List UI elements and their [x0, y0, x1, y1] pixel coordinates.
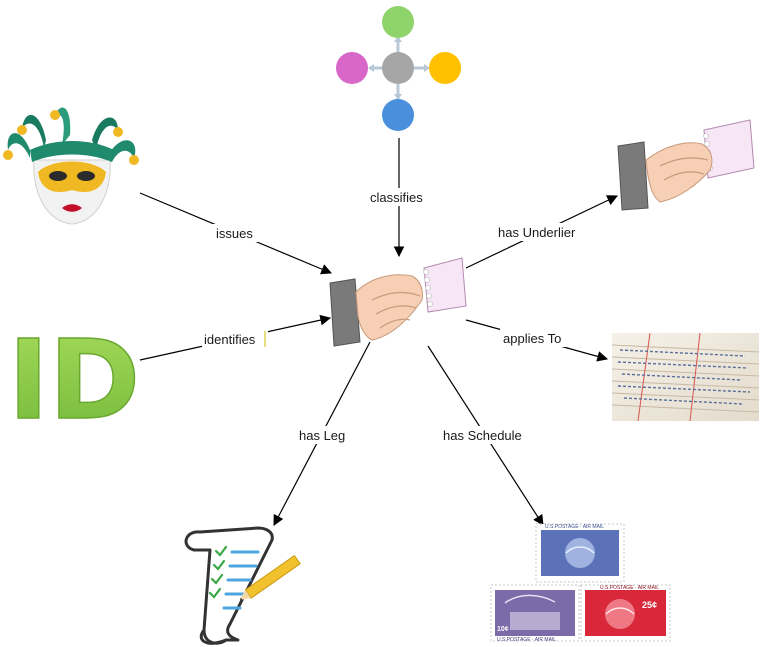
edge-label-has-underlier: has Underlier: [498, 225, 576, 240]
identifier-id-text: ID: [8, 316, 140, 444]
edge-label-has-leg: has Leg: [299, 428, 345, 443]
magenta-circle: [336, 52, 368, 84]
checklist-scroll-icon: [184, 526, 301, 645]
gray-circle: [382, 52, 414, 84]
edge-has-leg: has Leg: [273, 341, 371, 526]
edge-issues: issues: [139, 192, 332, 275]
edge-has-schedule: has Schedule: [427, 345, 544, 526]
stamp-blue: U.S.POSTAGE · AIR MAIL: [535, 523, 625, 583]
edge-applies-to: applies To: [465, 319, 609, 362]
edge-label-issues: issues: [216, 226, 253, 241]
stamp-purple-value: 10¢: [497, 626, 509, 633]
classifier-circles-icon: [336, 6, 461, 131]
jester-mask-icon: [3, 107, 139, 225]
handshake-underlier-icon: [617, 119, 755, 211]
identifier-id-icon: ID: [7, 315, 141, 445]
stamp-red-header: U.S.POSTAGE · AIR MAIL: [600, 585, 659, 591]
edge-label-has-schedule: has Schedule: [443, 428, 522, 443]
edge-label-identifies: identifies: [204, 332, 256, 347]
yellow-circle: [429, 52, 461, 84]
edge-label-classifies: classifies: [370, 190, 423, 205]
edge-has-underlier: has Underlier: [465, 195, 618, 269]
stamp-blue-header: U.S.POSTAGE · AIR MAIL: [545, 524, 604, 530]
edge-classifies: classifies: [368, 138, 430, 258]
stamp-purple: 10¢ U.S.POSTAGE · AIR MAIL: [490, 584, 580, 643]
blue-circle: [382, 99, 414, 131]
stamp-purple-header: U.S.POSTAGE · AIR MAIL: [497, 637, 556, 643]
handshake-center-icon: [329, 257, 467, 347]
stamp-red-value: 25¢: [642, 600, 657, 610]
stamp-red: 25¢ U.S.POSTAGE · AIR MAIL: [580, 584, 671, 642]
edge-label-applies-to: applies To: [503, 331, 561, 346]
green-circle: [382, 6, 414, 38]
postage-stamps-icon: U.S.POSTAGE · AIR MAIL 10¢ U.S.POSTAGE ·…: [490, 523, 671, 643]
ledger-paper-icon: [611, 332, 760, 422]
edge-identifies: identifies: [139, 314, 332, 361]
